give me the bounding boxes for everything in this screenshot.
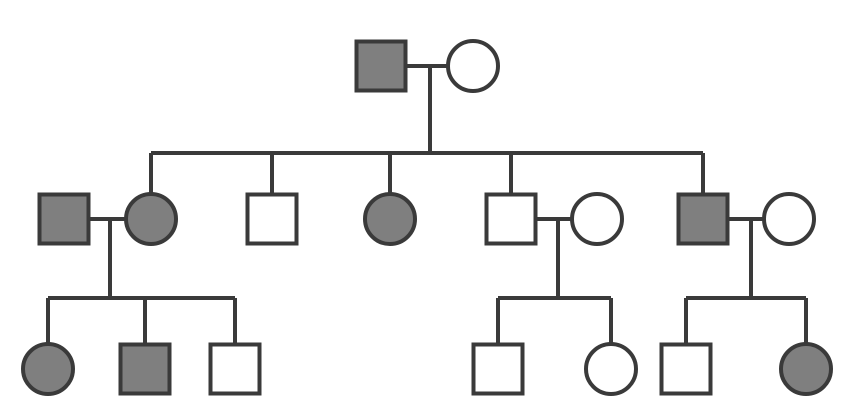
individual-ii-3-male-unaffected[interactable] xyxy=(245,192,299,246)
individual-iii-2-male-affected[interactable] xyxy=(118,342,172,396)
individual-iii-4-male-unaffected[interactable] xyxy=(471,342,525,396)
individual-ii-4-female-affected[interactable] xyxy=(363,192,417,246)
individual-ii-8-female-unaffected[interactable] xyxy=(762,192,816,246)
individual-symbols-layer xyxy=(21,39,833,396)
individual-i-2-female-unaffected[interactable] xyxy=(446,39,500,93)
individual-ii-1-male-affected[interactable] xyxy=(37,192,91,246)
individual-iii-6-male-unaffected[interactable] xyxy=(659,342,713,396)
individual-ii-7-male-affected[interactable] xyxy=(676,192,730,246)
individual-ii-2-female-affected[interactable] xyxy=(124,192,178,246)
individual-iii-1-female-affected[interactable] xyxy=(21,342,75,396)
individual-i-1-male-affected[interactable] xyxy=(354,39,408,93)
individual-ii-6-female-unaffected[interactable] xyxy=(570,192,624,246)
individual-iii-7-female-affected[interactable] xyxy=(779,342,833,396)
individual-ii-5-male-unaffected[interactable] xyxy=(484,192,538,246)
individual-iii-3-male-unaffected[interactable] xyxy=(208,342,262,396)
connector-lines-layer xyxy=(46,64,808,345)
individual-iii-5-female-unaffected[interactable] xyxy=(584,342,638,396)
